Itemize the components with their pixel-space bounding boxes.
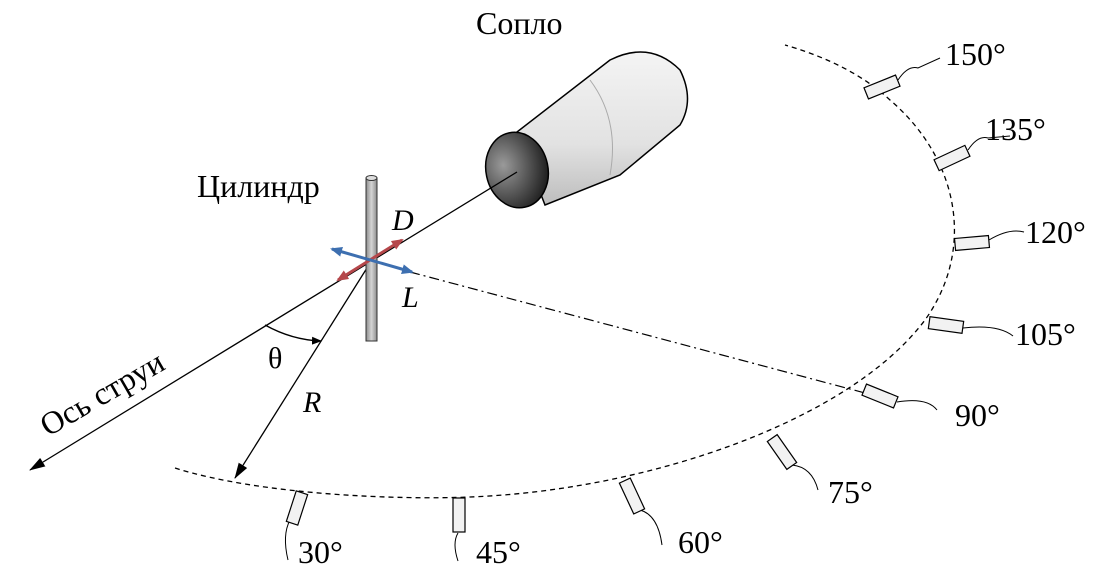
jet-axis-label: Ось струи (34, 343, 171, 443)
angle-label-75: 75° (828, 474, 873, 510)
microphone-arc (174, 44, 956, 499)
length-arrow (330, 246, 414, 275)
angle-label-135: 135° (985, 111, 1046, 147)
angle-label-60: 60° (678, 524, 723, 560)
angle-label-150: 150° (945, 36, 1006, 72)
microphone-45: 45° (452, 497, 521, 570)
microphone-30: 30° (284, 490, 343, 570)
microphone-75: 75° (766, 433, 873, 510)
nozzle-label: Сопло (476, 5, 562, 41)
microphone-90: 90° (861, 383, 1000, 433)
diameter-label: D (391, 204, 414, 237)
angle-label-90: 90° (955, 397, 1000, 433)
radius-line (234, 259, 373, 479)
length-label: L (401, 281, 419, 314)
theta-arc (264, 324, 322, 345)
theta-label: θ (268, 342, 282, 375)
microphone-135: 135° (933, 111, 1046, 172)
radius-label: R (302, 386, 321, 419)
angle-label-45: 45° (476, 534, 521, 570)
cylinder-label: Цилиндр (197, 168, 320, 204)
microphone-60: 60° (618, 477, 723, 560)
angle-label-105: 105° (1015, 316, 1076, 352)
reference-line-90 (409, 271, 881, 398)
microphone-105: 105° (927, 316, 1076, 352)
nozzle (484, 51, 689, 209)
microphone-150: 150° (863, 36, 1006, 100)
microphone-120: 120° (953, 214, 1086, 252)
angle-label-120: 120° (1025, 214, 1086, 250)
angle-label-30: 30° (298, 534, 343, 570)
jet-axis-line (29, 171, 518, 471)
